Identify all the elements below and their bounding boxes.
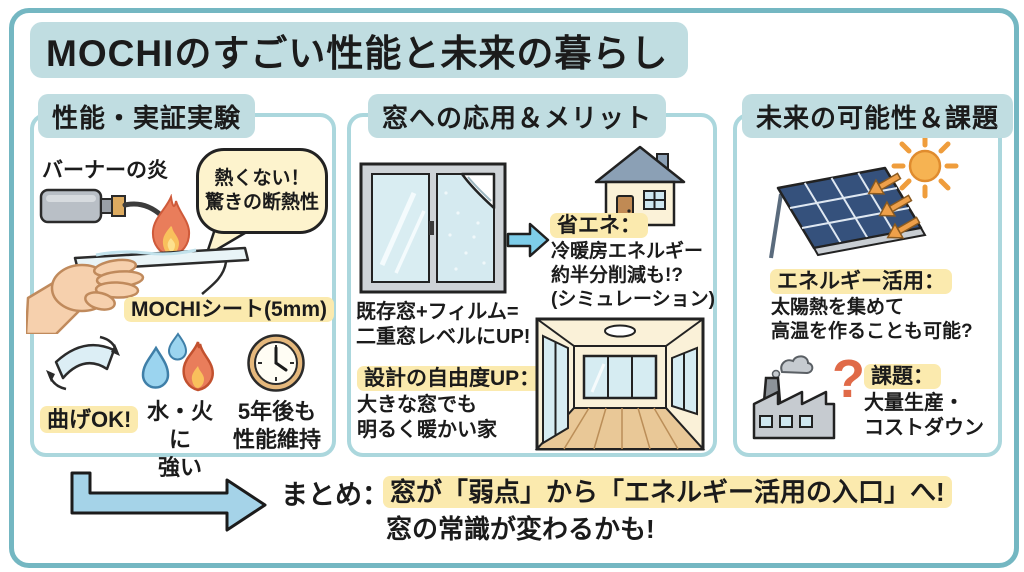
challenge-tag: 課題： bbox=[864, 360, 941, 390]
page-title: MOCHIのすごい性能と未来の暮らし bbox=[30, 22, 688, 78]
window-caption: 既存窓+フィルム= 二重窓レベルにUP! bbox=[356, 301, 531, 349]
insulation-speech-bubble: 熱くない！ 驚きの断熱性 bbox=[196, 148, 328, 234]
challenge-text: 大量生産・ コストダウン bbox=[864, 392, 984, 440]
sun-icon bbox=[891, 136, 959, 199]
sheet-label-text: MOCHIシート(5mm) bbox=[124, 297, 335, 322]
factory-icon bbox=[752, 355, 836, 440]
energy-use-tag: エネルギー活用： bbox=[770, 265, 952, 295]
outer-border bbox=[9, 8, 1019, 568]
room-illustration bbox=[534, 317, 706, 451]
right-arrow-icon bbox=[506, 222, 550, 258]
solar-panel-illustration bbox=[769, 136, 959, 259]
summary-line1: 窓が「弱点」から「エネルギー活用の入口」へ! bbox=[383, 472, 952, 509]
summary-line2: 窓の常識が変わるかも! bbox=[386, 514, 655, 544]
feature-water-fire-label: 水・火に 強い bbox=[146, 399, 213, 480]
hand-sheet-illustration bbox=[26, 246, 250, 334]
water-fire-icon bbox=[141, 332, 214, 392]
feature-bend-label: 曲げOK! bbox=[40, 402, 139, 434]
feature-durability-label: 5年後も 性能維持 bbox=[232, 399, 321, 452]
panel-window-application-header: 窓への応用＆メリット bbox=[368, 94, 667, 138]
clock-icon bbox=[247, 334, 305, 392]
panel-future-header: 未来の可能性＆課題 bbox=[742, 94, 1014, 138]
sheet-label: MOCHIシート(5mm) bbox=[124, 293, 335, 323]
house-icon bbox=[594, 145, 686, 227]
bend-sheet-icon bbox=[46, 335, 120, 391]
energy-saving-text: 冷暖房エネルギー 約半分削減も!? (シミュレーション) bbox=[551, 241, 715, 311]
burner-torch-icon bbox=[39, 188, 165, 224]
panel-performance-header: 性能・実証実験 bbox=[38, 94, 256, 138]
flame-icon bbox=[151, 194, 191, 258]
design-freedom-text: 大きな窓でも 明るく暖かい家 bbox=[357, 394, 497, 442]
question-mark: ? bbox=[832, 349, 865, 409]
window-film-illustration bbox=[359, 162, 507, 294]
summary-label: まとめ： bbox=[281, 480, 389, 510]
burner-label: バーナーの炎 bbox=[42, 159, 168, 182]
design-freedom-tag: 設計の自由度UP： bbox=[357, 362, 548, 392]
energy-use-text: 太陽熱を集めて 高温を作ることも可能? bbox=[771, 297, 973, 343]
summary-arrow-icon bbox=[70, 471, 267, 532]
energy-saving-tag: 省エネ： bbox=[550, 209, 648, 239]
page-title-text: MOCHIのすごい性能と未来の暮らし bbox=[46, 33, 669, 74]
